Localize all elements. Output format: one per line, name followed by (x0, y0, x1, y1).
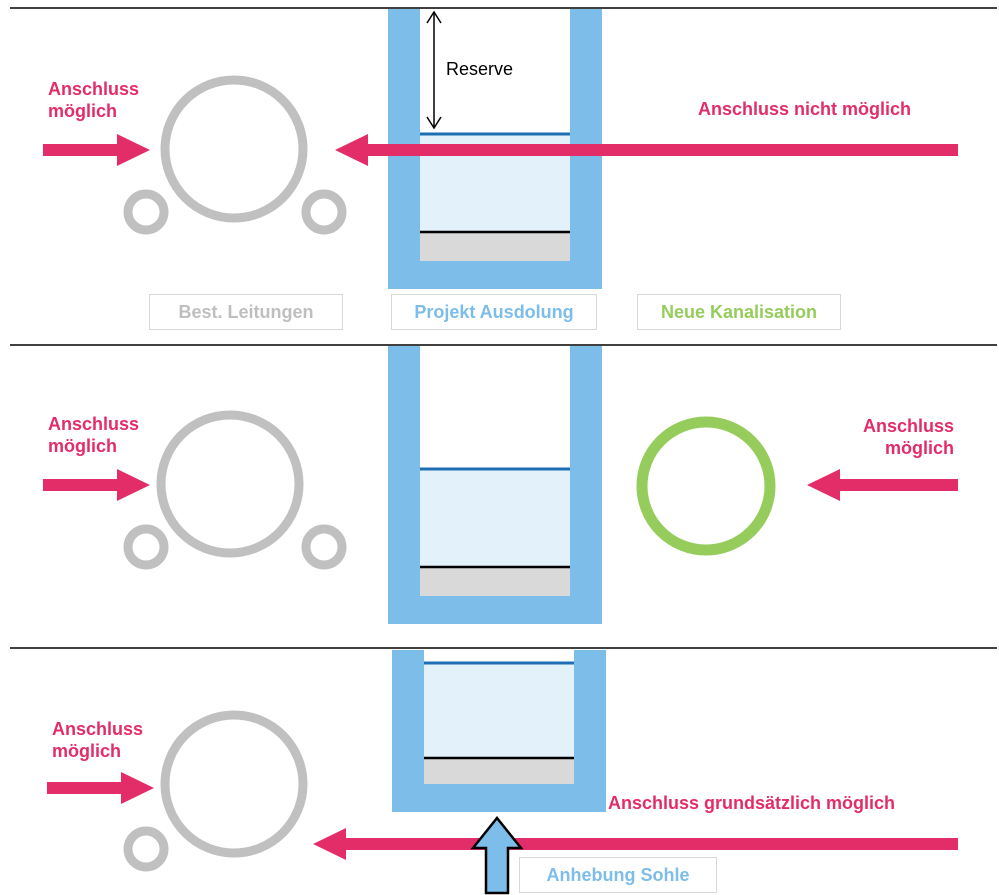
left-arrow-icon (335, 134, 958, 166)
panel2-right-label: Anschluss möglich (820, 415, 954, 459)
right-arrow-icon (43, 469, 150, 501)
legend-project: Projekt Ausdolung (391, 294, 597, 330)
panel-3 (47, 650, 958, 895)
channel-3 (392, 650, 606, 812)
panel-2 (43, 346, 958, 624)
panel1-right-label: Anschluss nicht möglich (698, 99, 912, 119)
right-arrow-icon (47, 772, 154, 804)
label-line-2: möglich (52, 741, 122, 761)
panel3-left-label: Anschluss möglich (52, 718, 143, 762)
existing-pipes-2 (123, 410, 347, 570)
reserve-label: Reserve (446, 59, 514, 79)
legend-new-sewer: Neue Kanalisation (637, 294, 841, 330)
label-line-1: Anschluss (48, 79, 140, 99)
double-headed-arrow-icon (426, 10, 442, 130)
new-pipe-green (636, 416, 776, 556)
channel-2 (388, 346, 602, 624)
right-arrow-icon (43, 134, 150, 166)
label-line-1: Anschluss (52, 719, 144, 739)
left-arrow-icon (313, 828, 958, 860)
label-line-1: Anschluss (48, 414, 140, 434)
existing-pipes-3 (123, 710, 308, 872)
panel-1 (43, 9, 958, 289)
legend-existing-pipes: Best. Leitungen (149, 294, 343, 330)
label-line-2: möglich (884, 438, 954, 458)
left-arrow-icon (807, 469, 958, 501)
label-line-2: möglich (48, 101, 118, 121)
raise-invert-label: Anhebung Sohle (519, 857, 717, 893)
panel3-right-label: Anschluss grundsätzlich möglich (608, 793, 896, 813)
up-arrow-icon (470, 815, 524, 895)
existing-pipes-1 (123, 75, 347, 235)
label-line-2: möglich (48, 436, 118, 456)
panel2-left-label: Anschluss möglich (48, 413, 139, 457)
label-line-1: Anschluss (862, 416, 954, 436)
panel1-left-label: Anschluss möglich (48, 78, 139, 122)
